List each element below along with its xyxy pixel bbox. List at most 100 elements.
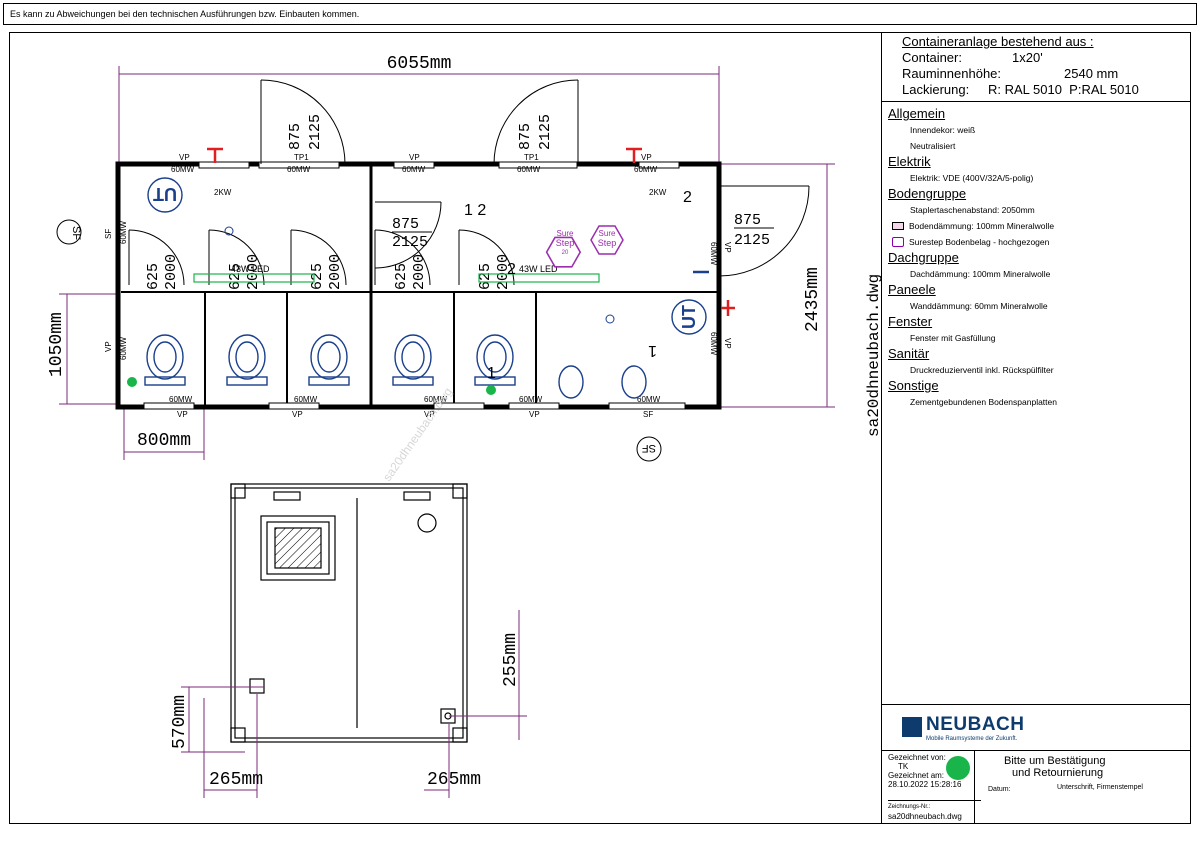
- width-dimension-label: 2435mm: [803, 267, 823, 332]
- svg-text:2000: 2000: [327, 254, 344, 290]
- front-elevation: [230, 483, 468, 743]
- red-markers: [207, 147, 735, 316]
- svg-text:VP: VP: [292, 410, 303, 419]
- svg-text:Step: Step: [598, 238, 617, 248]
- toilets: [144, 334, 647, 399]
- led-label-2: 43W LED: [519, 264, 558, 274]
- svg-text:60MW: 60MW: [119, 220, 128, 244]
- svg-text:Sure: Sure: [557, 229, 574, 238]
- led-label-1: 43W LED: [231, 264, 270, 274]
- width-dimension: [721, 163, 835, 408]
- svg-text:60MW: 60MW: [171, 165, 195, 174]
- status-dot-icon: [946, 756, 970, 780]
- door-dim-a-2: 875: [517, 123, 534, 150]
- door-dim-b-4: 2125: [392, 234, 428, 251]
- sf-symbol-bottom: [636, 436, 662, 462]
- title-block: Containeranlage bestehend aus : Containe…: [881, 32, 1191, 824]
- svg-text:625: 625: [227, 263, 244, 290]
- section-bodengruppe: Bodengruppe Staplertaschenabstand: 2050m…: [888, 186, 1188, 250]
- room-number-12: 1 2: [464, 202, 486, 219]
- room-number-1b: 1: [487, 365, 496, 382]
- cabin-dimension: [123, 408, 205, 460]
- svg-text:625: 625: [145, 263, 162, 290]
- svg-text:SF: SF: [643, 410, 653, 419]
- height-value: 2540 mm: [1064, 66, 1119, 81]
- svg-text:2KW: 2KW: [214, 188, 232, 197]
- svg-text:VP: VP: [529, 410, 540, 419]
- section-title: Dachgruppe: [888, 250, 959, 265]
- svg-text:60MW: 60MW: [709, 242, 718, 266]
- door-dim-b-1: 2125: [307, 114, 324, 150]
- svg-text:UT: UT: [679, 305, 699, 329]
- svg-text:625: 625: [477, 263, 494, 290]
- wall-dimension-label: 1050mm: [47, 312, 67, 377]
- height-label: Rauminnenhöhe:: [902, 66, 1002, 81]
- container-summary: Containeranlage bestehend aus : Containe…: [882, 32, 1191, 102]
- svg-text:60MW: 60MW: [634, 165, 658, 174]
- surestep-swatch-icon: [892, 237, 904, 247]
- confirm-line-2: und Retournierung: [1012, 767, 1104, 779]
- section-title: Sanitär: [888, 346, 930, 361]
- drawing-frame: [9, 32, 1191, 824]
- cabin-dimension-label: 800mm: [137, 431, 191, 451]
- length-dimension: [118, 66, 720, 172]
- svg-text:SF: SF: [104, 229, 113, 239]
- svg-text:60MW: 60MW: [519, 395, 543, 404]
- boiler-symbols: UT UT: [147, 177, 707, 335]
- drawing-no: sa20dhneubach.dwg: [888, 812, 962, 821]
- svg-text:2000: 2000: [411, 254, 428, 290]
- room-number-2a: 2: [683, 189, 692, 206]
- svg-text:60MW: 60MW: [637, 395, 661, 404]
- wall-dimension: [59, 293, 117, 405]
- legend-surestep: Surestep Bodenbelag - hochgezogen: [892, 234, 1188, 250]
- svg-text:VP: VP: [723, 242, 732, 253]
- container-value: 1x20': [1012, 50, 1043, 65]
- svg-text:VP: VP: [641, 153, 652, 162]
- door-dim-b-3: 2125: [734, 232, 770, 249]
- svg-text:60MW: 60MW: [709, 332, 718, 356]
- paint-label: Lackierung:: [902, 82, 970, 97]
- signature-label: Unterschrift, Firmenstempel: [1057, 784, 1143, 791]
- svg-text:VP: VP: [409, 153, 420, 162]
- disclaimer-note: Es kann zu Abweichungen bei den technisc…: [3, 3, 1197, 25]
- spec-item: Elektrik: VDE (400V/32A/5-polig): [910, 173, 1034, 183]
- dim-265-left: 265mm: [209, 770, 263, 790]
- spec-list: Allgemein Innendekor: weiß Neutralisiert…: [888, 106, 1188, 410]
- svg-text:Step: Step: [556, 238, 575, 248]
- spec-item: Dachdämmung: 100mm Mineralwolle: [910, 269, 1051, 279]
- section-title: Sonstige: [888, 378, 939, 393]
- svg-text:VP: VP: [424, 410, 435, 419]
- svg-text:VP: VP: [179, 153, 190, 162]
- dim-255: 255mm: [501, 633, 521, 687]
- svg-text:VP: VP: [723, 338, 732, 349]
- svg-text:VP: VP: [104, 341, 113, 352]
- drawing-meta: Gezeichnet von: TK Gezeichnet am: 28.10.…: [882, 751, 981, 823]
- svg-text:60MW: 60MW: [119, 336, 128, 360]
- insulation-swatch-icon: [892, 222, 904, 230]
- section-sonstige: Sonstige Zementgebundenen Bodenspanplatt…: [888, 378, 1188, 410]
- section-allgemein: Allgemein Innendekor: weiß Neutralisiert: [888, 106, 1188, 154]
- room-number-1a: 1: [648, 342, 657, 359]
- legend-label: Surestep Bodenbelag - hochgezogen: [909, 237, 1050, 247]
- drawing-no-label: Zeichnungs-Nr.:: [888, 804, 931, 810]
- svg-text:60MW: 60MW: [294, 395, 318, 404]
- spec-item: Neutralisiert: [910, 141, 956, 151]
- svg-text:2KW: 2KW: [649, 188, 667, 197]
- svg-text:VP: VP: [177, 410, 188, 419]
- drawn-by: TK: [898, 762, 909, 771]
- drawing-footer: Gezeichnet von: TK Gezeichnet am: 28.10.…: [882, 751, 1191, 823]
- section-title: Elektrik: [888, 154, 931, 169]
- vertical-file-name: sa20dhneubach.dwg: [865, 274, 881, 437]
- svg-text:60MW: 60MW: [517, 165, 541, 174]
- legend-label: Bodendämmung: 100mm Mineralwolle: [909, 221, 1055, 231]
- sf-symbol-left: [56, 219, 82, 245]
- door-dim-b-2: 2125: [537, 114, 554, 150]
- svg-text:SF: SF: [70, 226, 82, 240]
- dim-265-right: 265mm: [427, 770, 481, 790]
- section-title: Bodengruppe: [888, 186, 967, 201]
- dim-570: 570mm: [170, 695, 190, 749]
- elevation-dims: [181, 610, 527, 798]
- drawn-at: 28.10.2022 15:28:16: [888, 780, 962, 789]
- length-dimension-label: 6055mm: [387, 54, 452, 74]
- section-sanitaer: Sanitär Druckreduzierventil inkl. Rücksp…: [888, 346, 1188, 378]
